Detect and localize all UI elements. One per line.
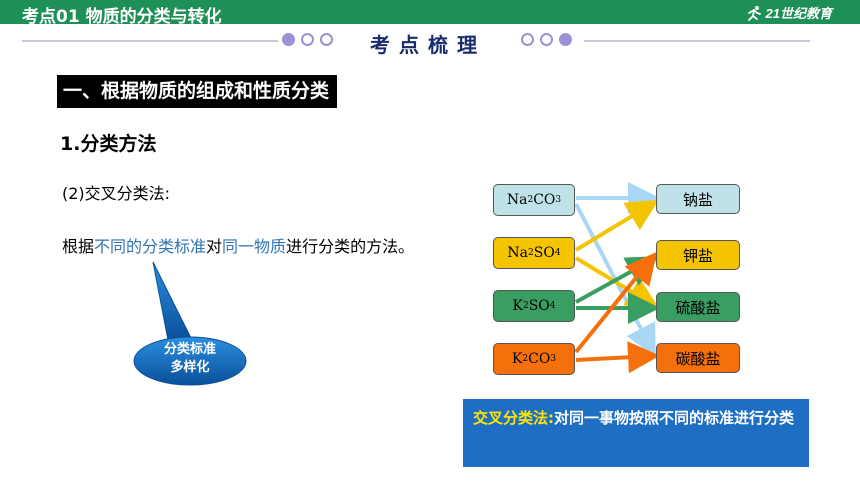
formula-subscript: 2 — [522, 301, 529, 311]
formula-subscript: 4 — [554, 248, 561, 258]
divider-right — [584, 40, 810, 42]
arrow-na2co3-carbonate — [574, 203, 656, 358]
definition-highlight: 同一物质 — [222, 237, 287, 256]
summary-box: 交叉分类法:对同一事物按照不同的标准进行分类 — [463, 399, 809, 467]
summary-text: 对同一事物按照不同的标准进行分类 — [554, 409, 795, 427]
category-carbonate-salt: 碳酸盐 — [656, 343, 740, 373]
arrow-na2so4-sulfate — [574, 256, 659, 309]
definition-text: 根据不同的分类标准对同一物质进行分类的方法。 — [62, 233, 414, 257]
dot-icon — [282, 33, 295, 46]
category-sodium-salt: 钠盐 — [656, 184, 740, 214]
summary-key: 交叉分类法: — [473, 409, 554, 427]
formula-part: SO — [533, 245, 555, 261]
formula-subscript: 2 — [528, 248, 534, 258]
callout-text: 分类标准 多样化 — [135, 341, 245, 377]
formula-part: K — [512, 298, 523, 314]
brand-logo: 21世纪教育 — [745, 3, 832, 22]
formula-subscript: 2 — [522, 354, 529, 364]
category-potassium-salt: 钾盐 — [656, 240, 740, 270]
arrow-k2so4-potassium — [575, 256, 660, 304]
formula-part: Na — [507, 245, 529, 261]
formula-part: Na — [506, 192, 528, 208]
dot-icon — [301, 33, 314, 46]
definition-part: 对 — [206, 237, 223, 256]
section-title: 考点梳理 — [370, 33, 486, 57]
header-bar: 考点01 物质的分类与转化 21世纪教育 — [0, 0, 860, 27]
formula-part: CO — [533, 192, 556, 208]
callout-line: 分类标准 — [163, 342, 216, 357]
item-label: (2)交叉分类法: — [62, 184, 171, 203]
arrow-k2co3-potassium — [574, 251, 658, 354]
formula-subscript: 2 — [527, 195, 534, 205]
section-title-row: 考点梳理 — [0, 28, 860, 57]
header-title: 考点01 物质的分类与转化 — [22, 7, 222, 27]
formula-part: CO — [528, 351, 551, 367]
dots-left — [282, 33, 333, 46]
main-heading: 一、根据物质的组成和性质分类 — [57, 75, 338, 108]
arrow-na2so4-sodium — [574, 199, 659, 252]
dots-right — [521, 33, 572, 46]
formula-subscript: 3 — [555, 195, 562, 205]
runner-icon — [747, 5, 761, 21]
dot-icon — [540, 33, 553, 46]
dot-icon — [521, 33, 534, 46]
dot-icon — [559, 33, 572, 46]
divider-left — [22, 40, 278, 42]
definition-highlight: 不同的分类标准 — [94, 237, 207, 256]
definition-part: 根据 — [62, 237, 95, 256]
formula-part: K — [511, 351, 523, 367]
formula-subscript: 4 — [549, 301, 556, 311]
formula-part: SO — [528, 298, 550, 314]
category-sulfate-salt: 硫酸盐 — [656, 292, 740, 322]
sub-heading: 1.分类方法 — [60, 133, 157, 155]
definition-part: 进行分类的方法。 — [286, 237, 415, 256]
formula-subscript: 3 — [550, 354, 557, 364]
callout-line: 多样化 — [170, 360, 210, 375]
logo-text: 21世纪教育 — [765, 6, 832, 21]
dot-icon — [320, 33, 333, 46]
arrow-k2co3-carbonate — [575, 341, 660, 374]
